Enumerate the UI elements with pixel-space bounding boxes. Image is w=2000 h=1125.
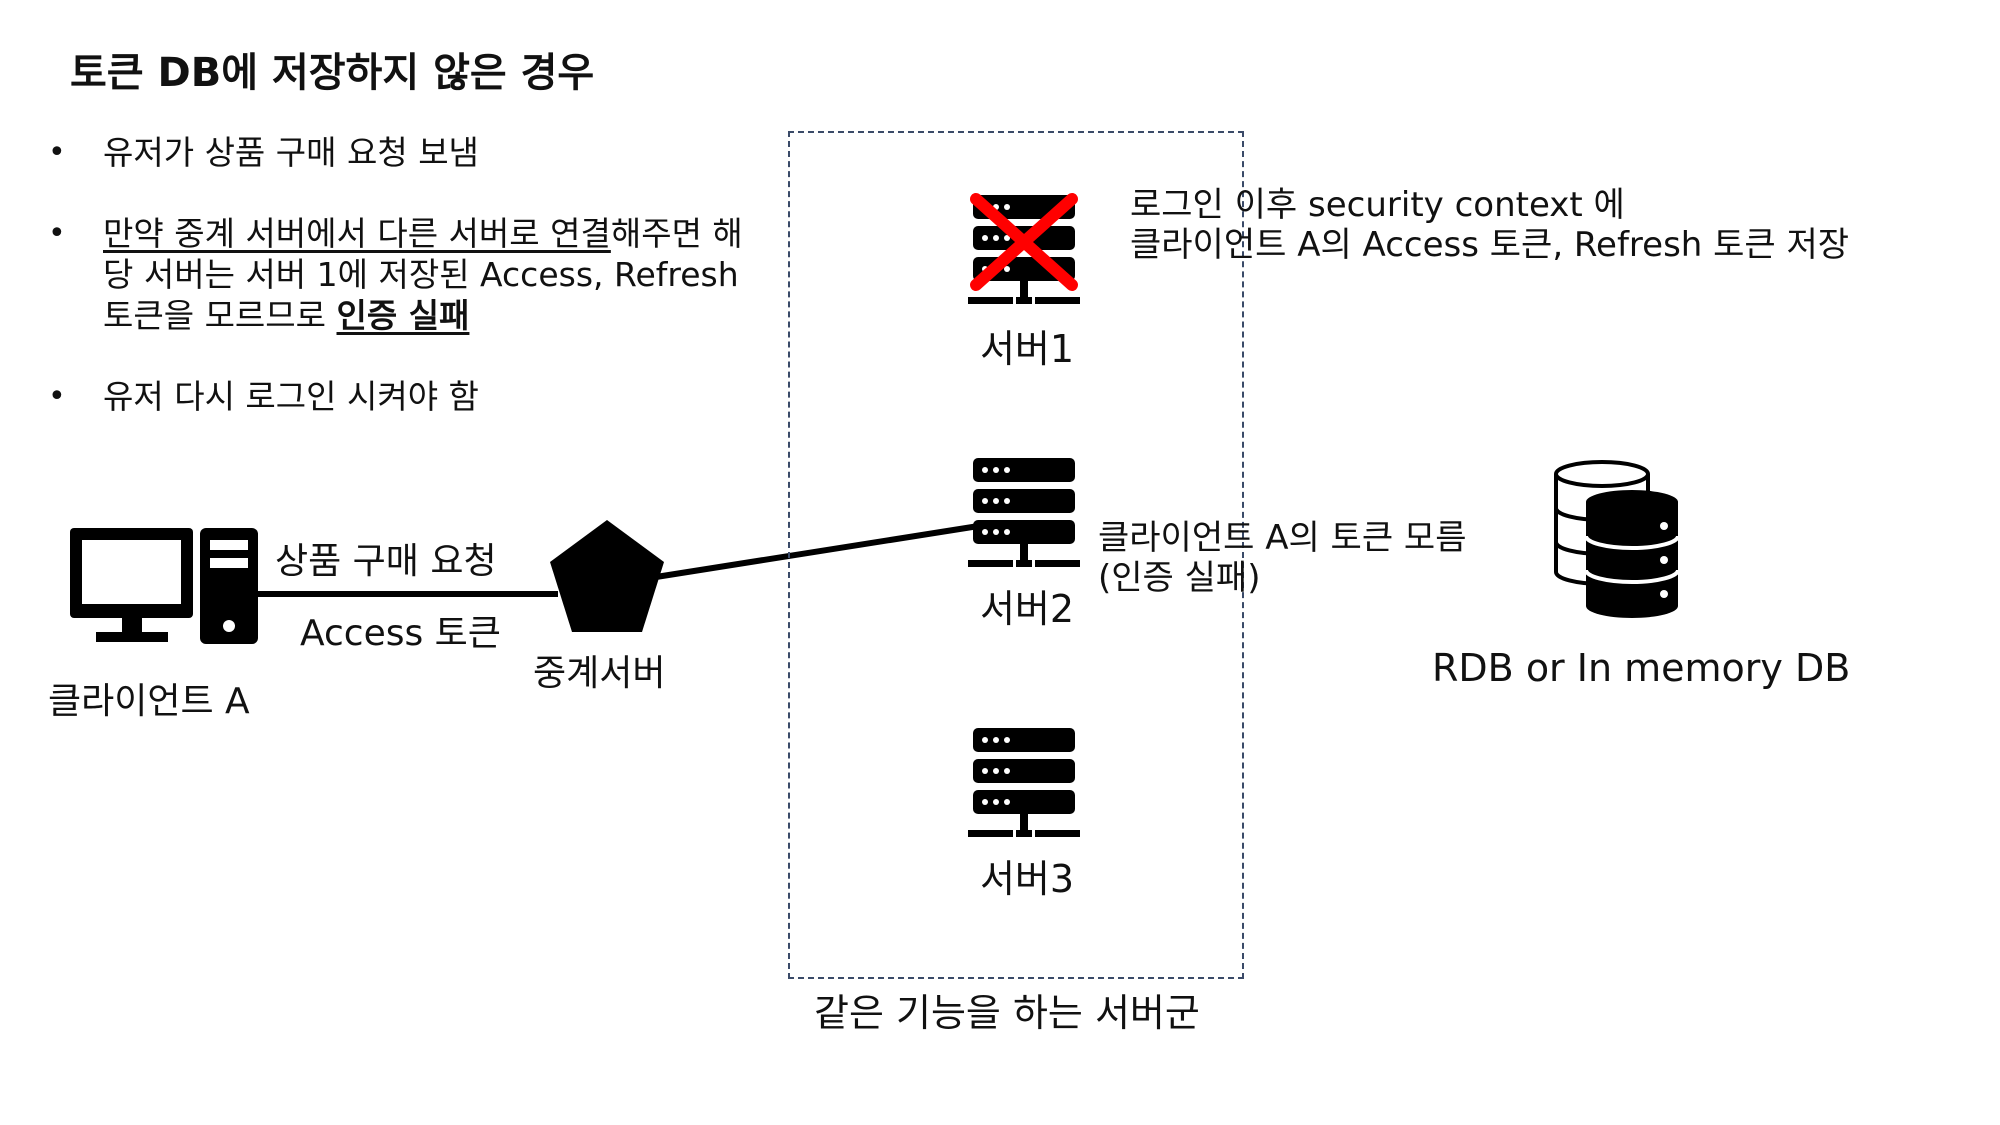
bullet-item: • 유저 다시 로그인 시켜야 함 (48, 376, 768, 417)
bullet-list: • 유저가 상품 구매 요청 보냄 • 만약 중계 서버에서 다른 서버로 연결… (48, 132, 768, 457)
bullet-icon: • (48, 216, 66, 251)
relay-label: 중계서버 (533, 653, 666, 694)
x-mark-icon (970, 193, 1078, 291)
underlined-text: 만약 중계 서버에서 다른 서버로 연결 (103, 214, 611, 253)
page-title: 토큰 DB에 저장하지 않은 경우 (70, 50, 595, 96)
bullet-text: 만약 중계 서버에서 다른 서버로 연결해주면 해당 서버는 서버 1에 저장된… (103, 213, 768, 336)
token-label: Access 토큰 (300, 613, 501, 654)
monitor-icon (70, 528, 258, 644)
pc-tower-icon (200, 528, 258, 644)
bullet-icon: • (48, 135, 66, 170)
database-label: RDB or In memory DB (1432, 646, 1851, 690)
server2-note: 클라이언트 A의 토큰 모름 (인증 실패) (1098, 518, 1466, 598)
request-label: 상품 구매 요청 (275, 541, 497, 582)
server2-note-line: 클라이언트 A의 토큰 모름 (1098, 518, 1467, 558)
server-icon (968, 728, 1080, 837)
server1-note-line: 로그인 이후 security context 에 (1130, 185, 1625, 225)
server2-note-line: (인증 실패) (1098, 558, 1261, 598)
bullet-text: 유저가 상품 구매 요청 보냄 (103, 133, 479, 172)
server-group-label: 같은 기능을 하는 서버군 (814, 991, 1200, 1035)
database-icon (1554, 460, 1680, 618)
pentagon-icon (550, 520, 664, 632)
server2-label: 서버2 (979, 587, 1075, 631)
server-icon (968, 458, 1080, 567)
bullet-text: 유저 다시 로그인 시켜야 함 (103, 377, 479, 416)
bullet-item: • 유저가 상품 구매 요청 보냄 (48, 132, 768, 173)
client-label: 클라이언트 A (48, 681, 250, 722)
server1-note-line: 클라이언트 A의 Access 토큰, Refresh 토큰 저장 (1130, 225, 1850, 265)
bullet-text-rest: 해주면 해당 서버는 서버 1에 저장된 Access, Refresh 토큰을… (103, 214, 743, 335)
server1-label: 서버1 (979, 327, 1075, 371)
server-group-box (788, 131, 1244, 979)
relay-server2-line (655, 522, 986, 580)
bullet-item: • 만약 중계 서버에서 다른 서버로 연결해주면 해당 서버는 서버 1에 저… (48, 213, 768, 336)
server3-label: 서버3 (979, 857, 1075, 901)
bullet-icon: • (48, 379, 66, 414)
emphasis-text: 인증 실패 (336, 296, 470, 335)
server1-note: 로그인 이후 security context 에 클라이언트 A의 Acces… (1130, 185, 1849, 265)
